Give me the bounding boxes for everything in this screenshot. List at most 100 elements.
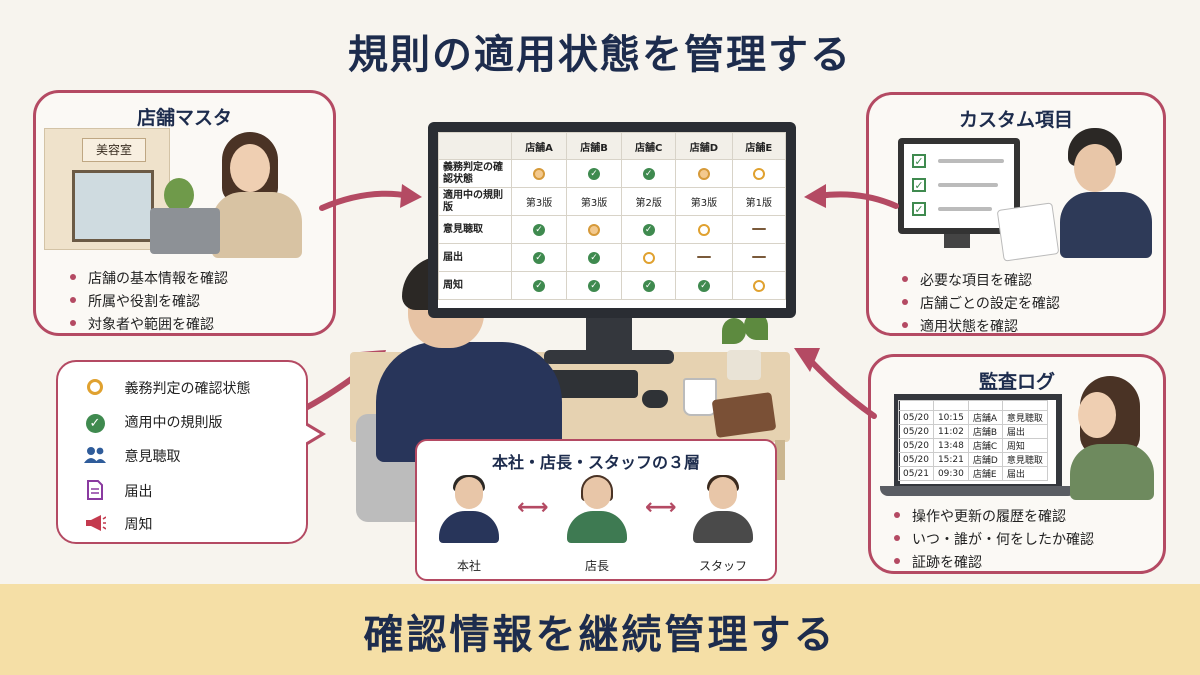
store-master-title: 店舗マスタ bbox=[136, 107, 232, 129]
matrix-cell: ✓ bbox=[566, 243, 623, 272]
audit-woman-face bbox=[1078, 392, 1116, 438]
legend-pointer-inner bbox=[305, 425, 320, 443]
footer-text: 確認情報を継続管理する bbox=[363, 612, 837, 658]
matrix-row-label: 周知 bbox=[438, 271, 512, 300]
matrix-cell bbox=[510, 159, 568, 188]
matrix-row: 周知✓✓✓✓ bbox=[438, 271, 787, 300]
role-figure-staff bbox=[693, 475, 753, 547]
checkbox-icon: ✓ bbox=[912, 154, 926, 168]
matrix-row: 適用中の規則版第3版第3版第2版第3版第1版 bbox=[438, 187, 787, 216]
matrix-row-label: 届出 bbox=[438, 243, 512, 272]
check-icon: ✓ bbox=[588, 251, 601, 264]
check-icon: ✓ bbox=[533, 279, 546, 292]
monitor-base bbox=[544, 350, 674, 364]
matrix-cell bbox=[675, 215, 733, 244]
people-icon bbox=[84, 446, 106, 468]
custom-items-bullets: 必要な項目を確認 店舗ごとの設定を確認 適用状態を確認 bbox=[902, 270, 1060, 339]
matrix-cell: ✓ bbox=[510, 243, 568, 272]
page-title: 規則の適用状態を管理する bbox=[348, 32, 852, 78]
ring-icon bbox=[752, 279, 765, 292]
custom-items-title: カスタム項目 bbox=[958, 109, 1073, 131]
matrix-cell bbox=[731, 243, 787, 272]
role-label-hq: 本社 bbox=[456, 559, 481, 573]
custom-man-body bbox=[1060, 192, 1152, 258]
matrix-row-label: 義務判定の確認状態 bbox=[438, 159, 512, 188]
audit-bullet-3: 証跡を確認 bbox=[894, 552, 1094, 575]
dash-icon bbox=[751, 228, 766, 230]
check-icon: ✓ bbox=[588, 167, 601, 180]
store-bullet-2: 所属や役割を確認 bbox=[70, 291, 228, 314]
check-icon: ✓ bbox=[533, 251, 546, 264]
store-plant bbox=[164, 178, 194, 212]
matrix-cell: 第3版 bbox=[510, 187, 568, 216]
status-matrix: 店舗A 店舗B 店舗C 店舗D 店舗E 義務判定の確認状態✓✓適用中の規則版第3… bbox=[438, 132, 787, 300]
check-icon: ✓ bbox=[642, 279, 655, 292]
matrix-col-header: 店舗C bbox=[621, 132, 677, 160]
store-master-bullets: 店舗の基本情報を確認 所属や役割を確認 対象者や範囲を確認 bbox=[70, 268, 228, 337]
plant-leaf bbox=[722, 318, 746, 344]
matrix-cell: ✓ bbox=[621, 159, 677, 188]
matrix-row-label: 意見聴取 bbox=[438, 215, 512, 244]
megaphone-icon bbox=[84, 514, 107, 536]
monitor-screen: 店舗A 店舗B 店舗C 店舗D 店舗E 義務判定の確認状態✓✓適用中の規則版第3… bbox=[438, 132, 787, 308]
ring-icon bbox=[752, 167, 765, 180]
matrix-row: 義務判定の確認状態 ✓ ✓ bbox=[438, 159, 787, 188]
audit-log-title: 監査ログ bbox=[978, 371, 1055, 393]
coffee-mug bbox=[683, 378, 717, 416]
legend-item: 届出 bbox=[84, 480, 152, 504]
bidirectional-arrow-icon: ⟷ bbox=[645, 495, 677, 520]
arrow-audit-to-monitor bbox=[794, 348, 877, 419]
store-window bbox=[72, 170, 154, 242]
custom-monitor: ✓ ✓ ✓ bbox=[898, 138, 1020, 234]
matrix-cell bbox=[731, 215, 787, 244]
matrix-col-header: 店舗D bbox=[675, 132, 733, 160]
dash-icon bbox=[696, 256, 711, 258]
desk-leg bbox=[775, 440, 785, 480]
matrix-cell: ✓ bbox=[621, 271, 677, 300]
legend-label: 周知 bbox=[124, 517, 153, 533]
custom-line bbox=[938, 207, 992, 211]
checkbox-icon: ✓ bbox=[912, 178, 926, 192]
matrix-cell bbox=[675, 159, 733, 188]
check-icon: ✓ bbox=[642, 223, 655, 236]
store-sign: 美容室 bbox=[82, 138, 146, 162]
main-monitor: 店舗A 店舗B 店舗C 店舗D 店舗E 義務判定の確認状態✓✓適用中の規則版第3… bbox=[428, 122, 796, 318]
status-legend: 義務判定の確認状態 ✓ 適用中の規則版 意見聴取 届出 周知 bbox=[56, 360, 308, 544]
footer-band: 確認情報を継続管理する bbox=[0, 584, 1200, 675]
plant-pot bbox=[727, 350, 761, 380]
audit-laptop-base bbox=[880, 486, 1076, 496]
filled-ring-icon bbox=[533, 167, 546, 180]
matrix-cell bbox=[566, 215, 623, 244]
hierarchy-box: 本社・店長・スタッフの３層 本社 ⟷ 店長 ⟷ スタッフ bbox=[415, 439, 777, 581]
matrix-cell: ✓ bbox=[510, 271, 568, 300]
matrix-cell bbox=[675, 243, 733, 272]
matrix-cell: 第1版 bbox=[731, 187, 787, 216]
arrow-store-to-monitor bbox=[319, 184, 422, 211]
legend-item: ✓ 適用中の規則版 bbox=[84, 412, 222, 433]
custom-line bbox=[938, 159, 1004, 163]
paper-sheet bbox=[996, 202, 1060, 262]
custom-bullet-3: 適用状態を確認 bbox=[902, 316, 1060, 339]
check-icon: ✓ bbox=[642, 167, 655, 180]
matrix-cell: ✓ bbox=[566, 159, 623, 188]
matrix-cell: ✓ bbox=[566, 271, 623, 300]
legend-label: 意見聴取 bbox=[124, 449, 181, 465]
document-icon bbox=[84, 480, 106, 504]
legend-label: 義務判定の確認状態 bbox=[124, 381, 251, 397]
check-icon: ✓ bbox=[533, 223, 546, 236]
legend-label: 届出 bbox=[124, 484, 153, 500]
custom-monitor-stand bbox=[944, 234, 970, 248]
store-bullet-1: 店舗の基本情報を確認 bbox=[70, 268, 228, 291]
matrix-cell bbox=[731, 159, 787, 188]
store-laptop bbox=[150, 208, 220, 254]
custom-bullet-1: 必要な項目を確認 bbox=[902, 270, 1060, 293]
role-label-staff: スタッフ bbox=[698, 559, 747, 573]
hierarchy-title: 本社・店長・スタッフの３層 bbox=[491, 453, 700, 472]
audit-bullet-2: いつ・誰が・何をしたか確認 bbox=[894, 529, 1094, 552]
legend-item: 意見聴取 bbox=[84, 446, 180, 468]
checkbox-icon: ✓ bbox=[912, 202, 926, 216]
